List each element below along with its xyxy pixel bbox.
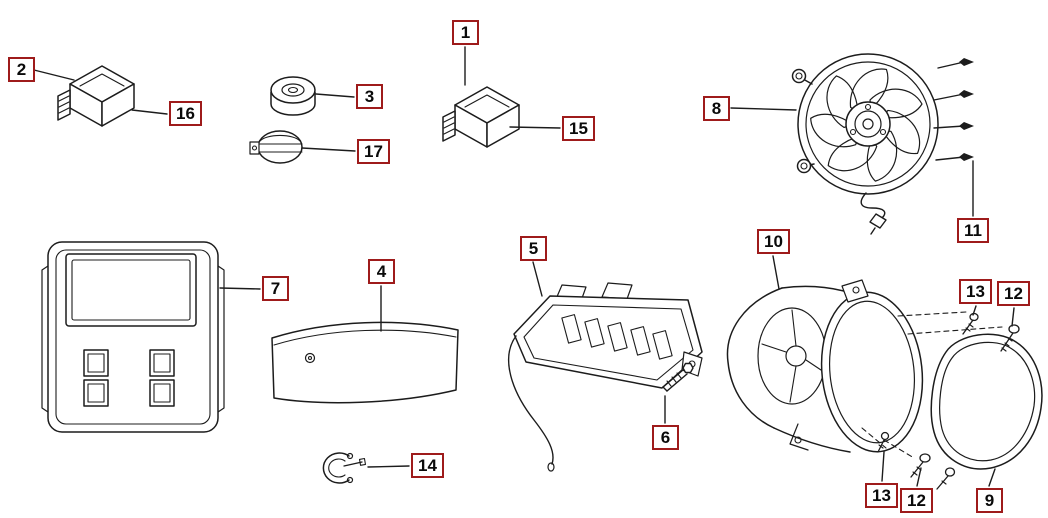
callout-13-top: 13 (959, 279, 992, 304)
leader-lines (33, 46, 1015, 487)
callout-11: 11 (957, 218, 989, 243)
callout-6: 6 (652, 425, 679, 450)
cap-drawing (270, 76, 316, 116)
grommet-clamp-drawing (249, 130, 303, 164)
callout-16: 16 (169, 101, 202, 126)
fan-wire-pigtail (860, 192, 887, 235)
screw-12-top-drawing (1000, 324, 1020, 352)
fan-mounting-ears (791, 68, 815, 174)
callout-4: 4 (368, 259, 395, 284)
fan-shroud-drawing (726, 279, 924, 453)
relay-drawing (57, 65, 135, 127)
bracket-wire (507, 335, 554, 465)
relay-drawing-2 (442, 86, 520, 148)
callout-9: 9 (976, 488, 1003, 513)
callout-5: 5 (520, 236, 547, 261)
callout-2: 2 (8, 57, 35, 82)
fan-bolts-drawing (933, 58, 974, 217)
callout-7: 7 (262, 276, 289, 301)
callout-8: 8 (703, 96, 730, 121)
clip-drawing (322, 452, 367, 484)
callout-12-top: 12 (997, 281, 1030, 306)
screw-12-bottom-drawing (910, 453, 931, 478)
screw-gasket-drawing (936, 467, 956, 490)
screw-13-bottom-drawing (877, 431, 890, 453)
panel-cover-drawing (271, 321, 459, 404)
instrument-cluster-drawing (41, 241, 225, 433)
cooling-fan-drawing (791, 53, 939, 235)
gasket-drawing (930, 333, 1043, 470)
screw-13-top-drawing (962, 312, 979, 335)
callout-13-bottom: 13 (865, 483, 898, 508)
callout-15: 15 (562, 116, 595, 141)
bolt-drawing (662, 362, 694, 392)
callout-1: 1 (452, 20, 479, 45)
assembly-dashed-lines (861, 311, 1003, 459)
wire-bracket-drawing (507, 282, 703, 472)
callout-12-bottom: 12 (900, 488, 933, 513)
callout-17: 17 (357, 139, 390, 164)
callout-3: 3 (356, 84, 383, 109)
callout-14: 14 (411, 453, 444, 478)
callout-10: 10 (757, 229, 790, 254)
